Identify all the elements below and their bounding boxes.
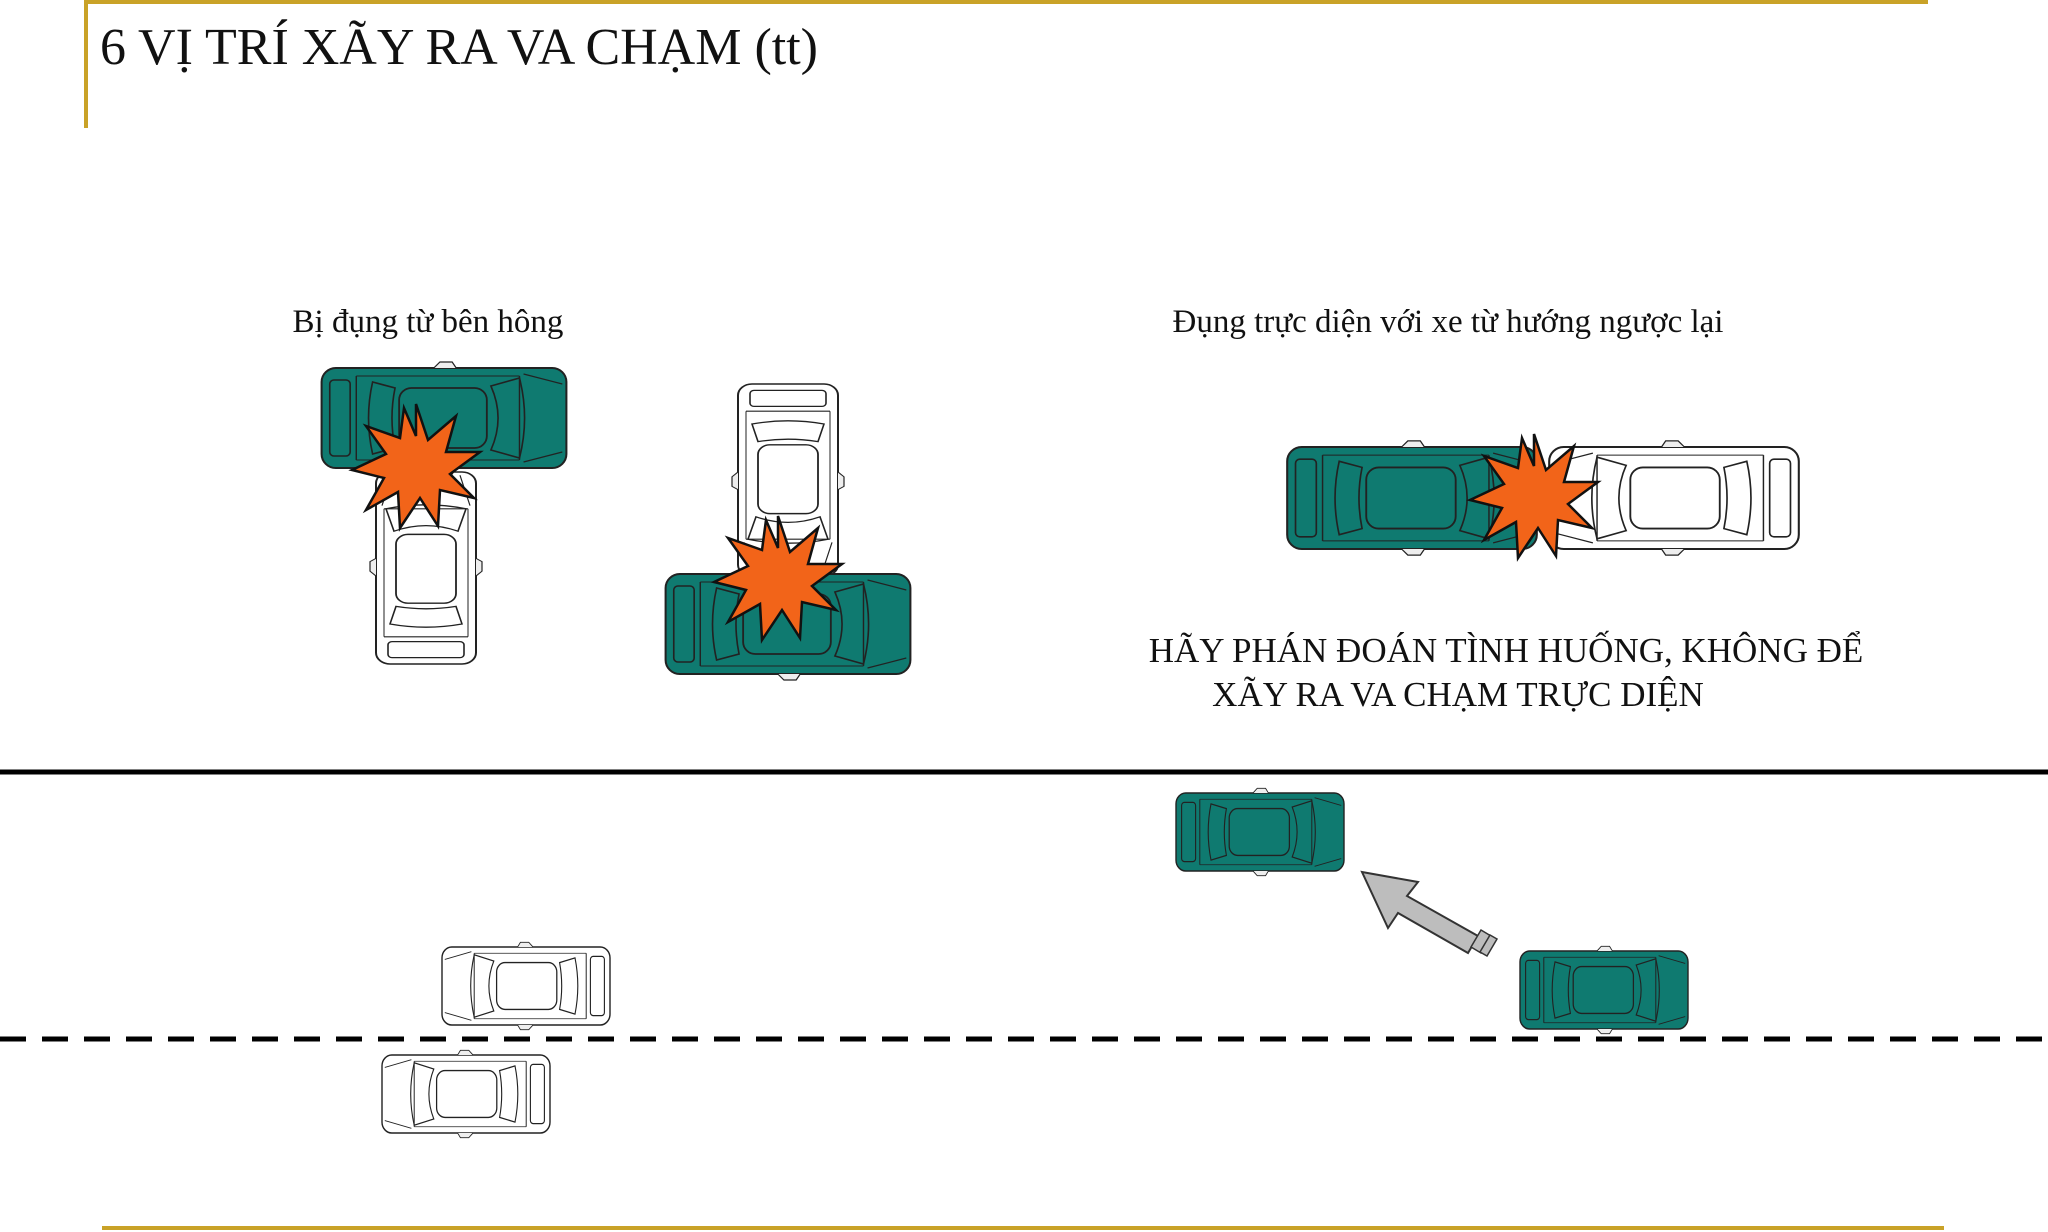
- warning-line-1: HÃY PHÁN ĐOÁN TÌNH HUỐNG, KHÔNG ĐỂ: [1149, 629, 1864, 670]
- warning-line-2: XÃY RA VA CHẠM TRỰC DIỆN: [1212, 675, 1704, 714]
- slide-title: 6 VỊ TRÍ XÃY RA VA CHẠM (tt): [100, 18, 818, 76]
- teal-car-icon: [1519, 945, 1689, 1035]
- white-car-icon: [441, 941, 611, 1031]
- teal-car-icon: [1175, 787, 1345, 877]
- head-on-caption: Đụng trực diện với xe từ hướng ngược lại: [1173, 304, 1724, 340]
- white-car-icon: [381, 1049, 551, 1139]
- side-collision-caption: Bị đụng từ bên hông: [293, 304, 564, 340]
- white-car-icon: [1548, 439, 1800, 557]
- direction-arrow-icon: [1360, 870, 1499, 958]
